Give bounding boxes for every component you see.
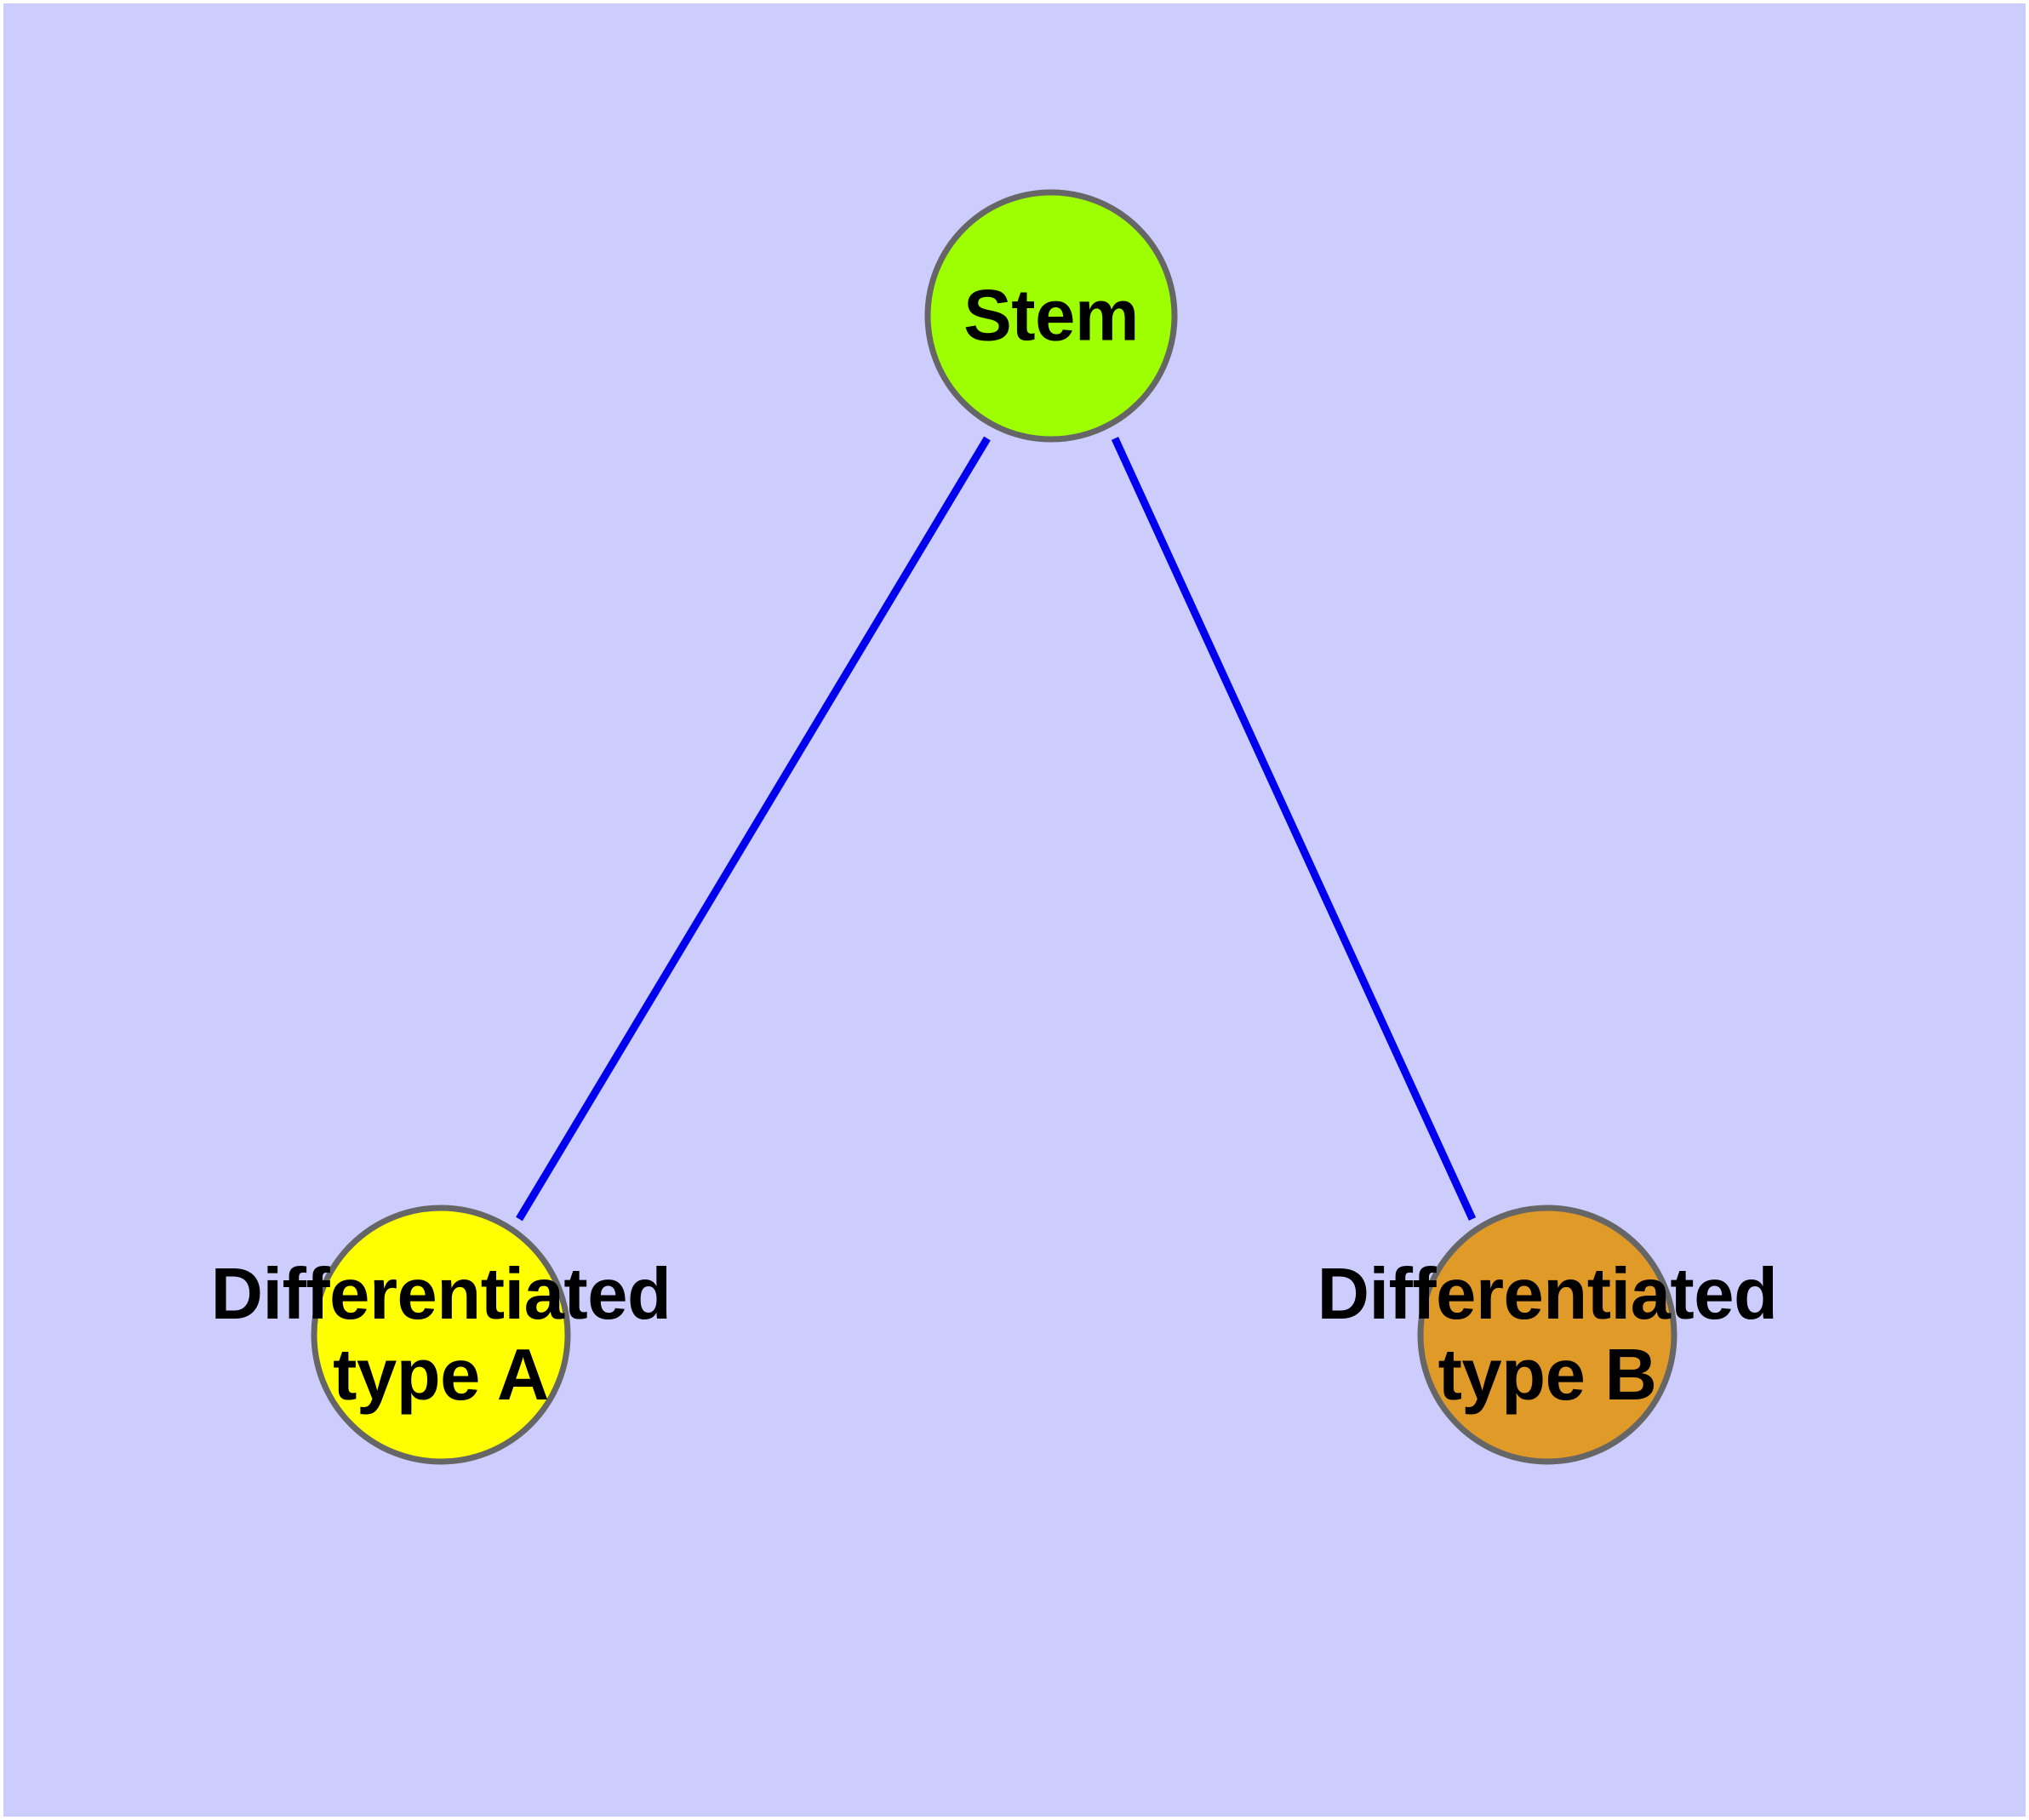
graph-node-stem[interactable]	[924, 189, 1178, 443]
graph-node-diff-type-a[interactable]	[311, 1205, 571, 1465]
graph-node-diff-type-b[interactable]	[1417, 1205, 1677, 1465]
edge-stem-to-diff-type-a	[516, 436, 991, 1222]
diagram-plot-area: Stem Differentiated type A Differentiate…	[3, 3, 2026, 1817]
edge-layer	[516, 436, 1477, 1222]
node-layer: Stem Differentiated type A Differentiate…	[3, 3, 2026, 1817]
edge-stem-to-diff-type-b	[1111, 437, 1477, 1221]
